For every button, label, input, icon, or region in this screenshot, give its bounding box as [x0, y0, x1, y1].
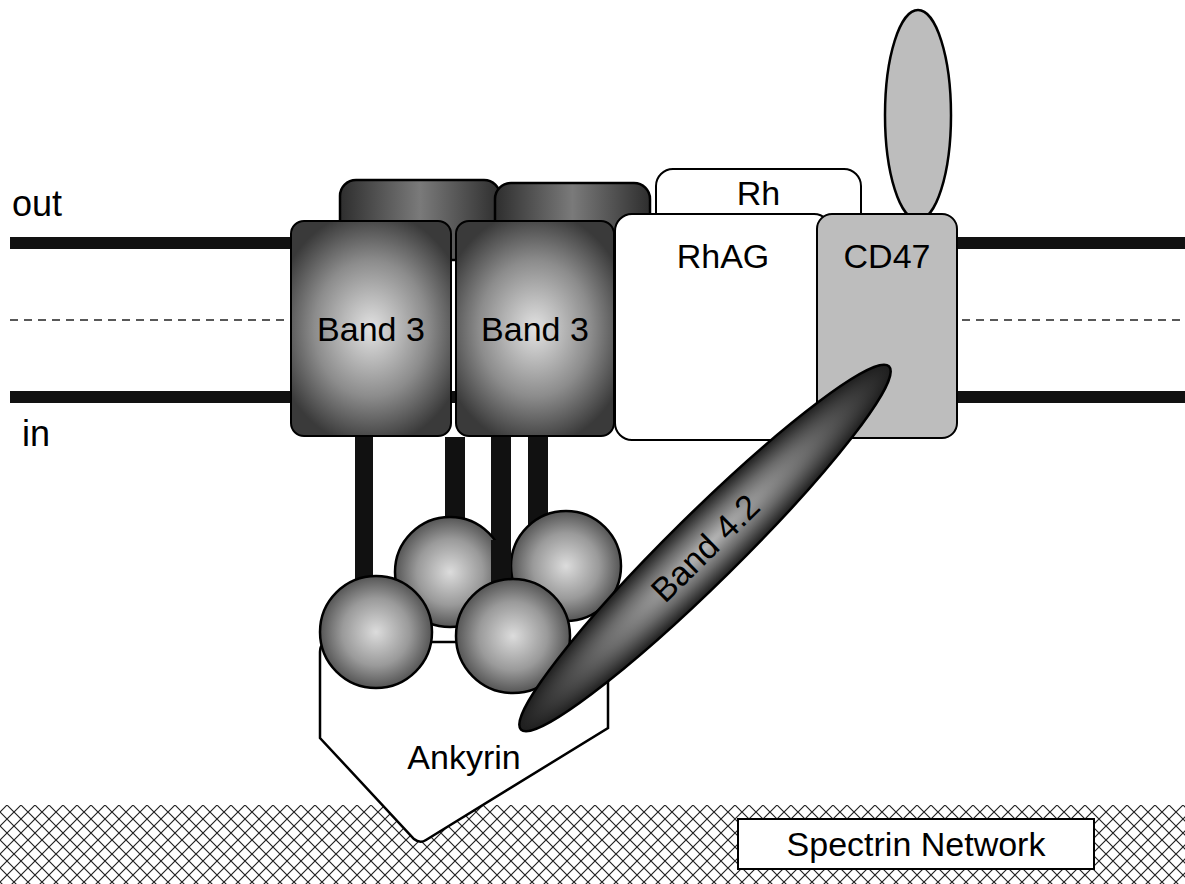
band3-tail — [491, 437, 511, 607]
band3-box: Band 3 — [455, 220, 615, 437]
cytoplasm-label: in — [22, 414, 50, 454]
extracellular-label: out — [12, 184, 62, 224]
band3-tail — [528, 437, 548, 557]
spectrin-hatch — [0, 805, 1185, 884]
band3-tail — [445, 437, 465, 567]
node-text: CD47 — [844, 237, 931, 275]
spectrin-network-box: Spectrin Network — [737, 818, 1095, 870]
node-text: Band 3 — [481, 310, 589, 348]
ankyrin-shape-path — [320, 642, 608, 842]
band3-tail — [355, 437, 373, 607]
band42-ellipse-shape — [497, 342, 914, 754]
cd47-ectodomain — [885, 10, 951, 220]
node-text: RhAG — [677, 237, 770, 275]
band3-tail — [491, 540, 511, 590]
rhag-protein: RhAG — [614, 213, 832, 441]
node-text: Rh — [737, 174, 780, 212]
node-text: Ankyrin — [407, 738, 520, 776]
cytoplasmic-sphere — [395, 517, 505, 627]
node-text: Band 3 — [317, 310, 425, 348]
node-text: Spectrin Network — [787, 825, 1046, 863]
band3-tail — [355, 540, 373, 580]
band3-box: Band 3 — [290, 220, 452, 437]
